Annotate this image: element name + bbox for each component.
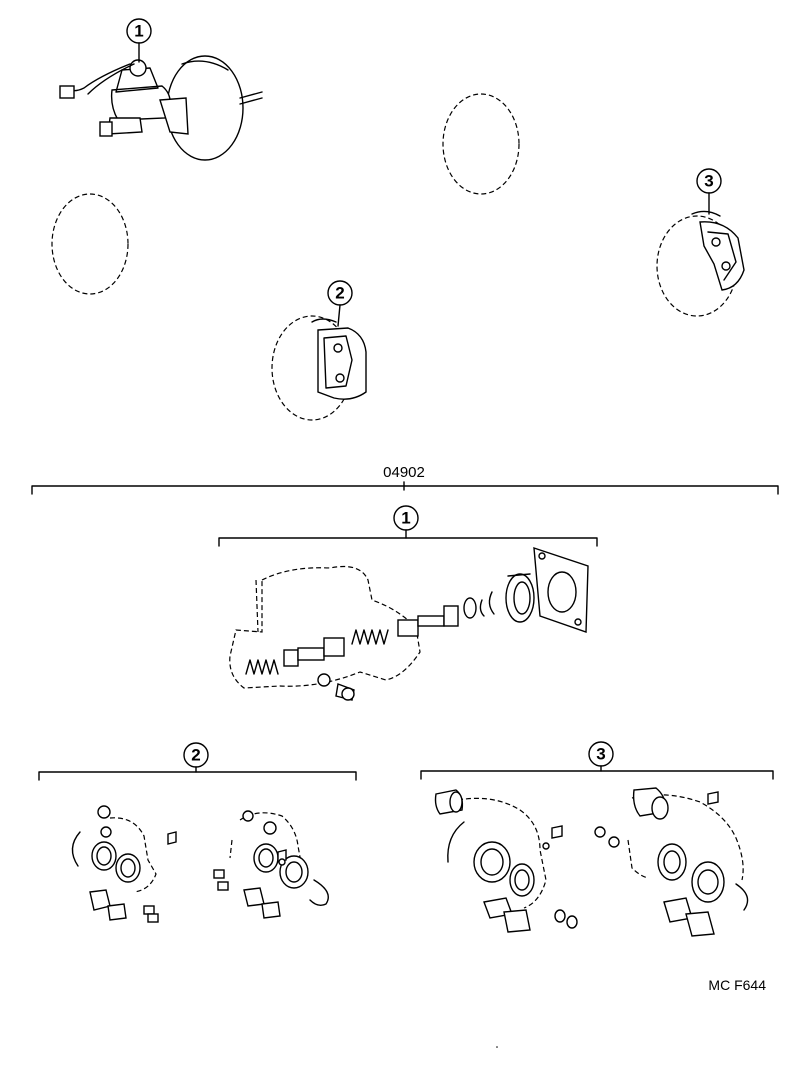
callout-1-top: 1 [126, 18, 152, 63]
master-cylinder-assembly [59, 55, 263, 161]
diagram-code: MC F644 [708, 977, 766, 993]
rear-wheel-outline-left [51, 193, 129, 295]
callout-1-label: 1 [134, 22, 143, 41]
callout-2-top: 2 [327, 280, 353, 327]
rear-wheel-outline-center [442, 93, 520, 195]
callout-1-section: 1 [218, 505, 598, 547]
front-caliper-kit-parts [71, 805, 329, 923]
kit-part-number: 04902 [383, 464, 425, 481]
master-cylinder-kit-parts [229, 546, 589, 701]
callout-2-section: 2 [38, 742, 357, 781]
callout-3-label: 3 [704, 172, 713, 191]
callout-2-section-label: 2 [191, 746, 200, 765]
callout-1-section-label: 1 [401, 509, 410, 528]
front-caliper-location [271, 315, 367, 421]
kit-bracket: 04902 [31, 464, 779, 495]
callout-2-label: 2 [335, 284, 344, 303]
rear-caliper-location [656, 210, 745, 317]
rear-caliper-kit-parts [434, 787, 749, 937]
callout-3-section-label: 3 [596, 745, 605, 764]
callout-3-section: 3 [420, 741, 774, 780]
callout-3-top: 3 [696, 168, 722, 215]
